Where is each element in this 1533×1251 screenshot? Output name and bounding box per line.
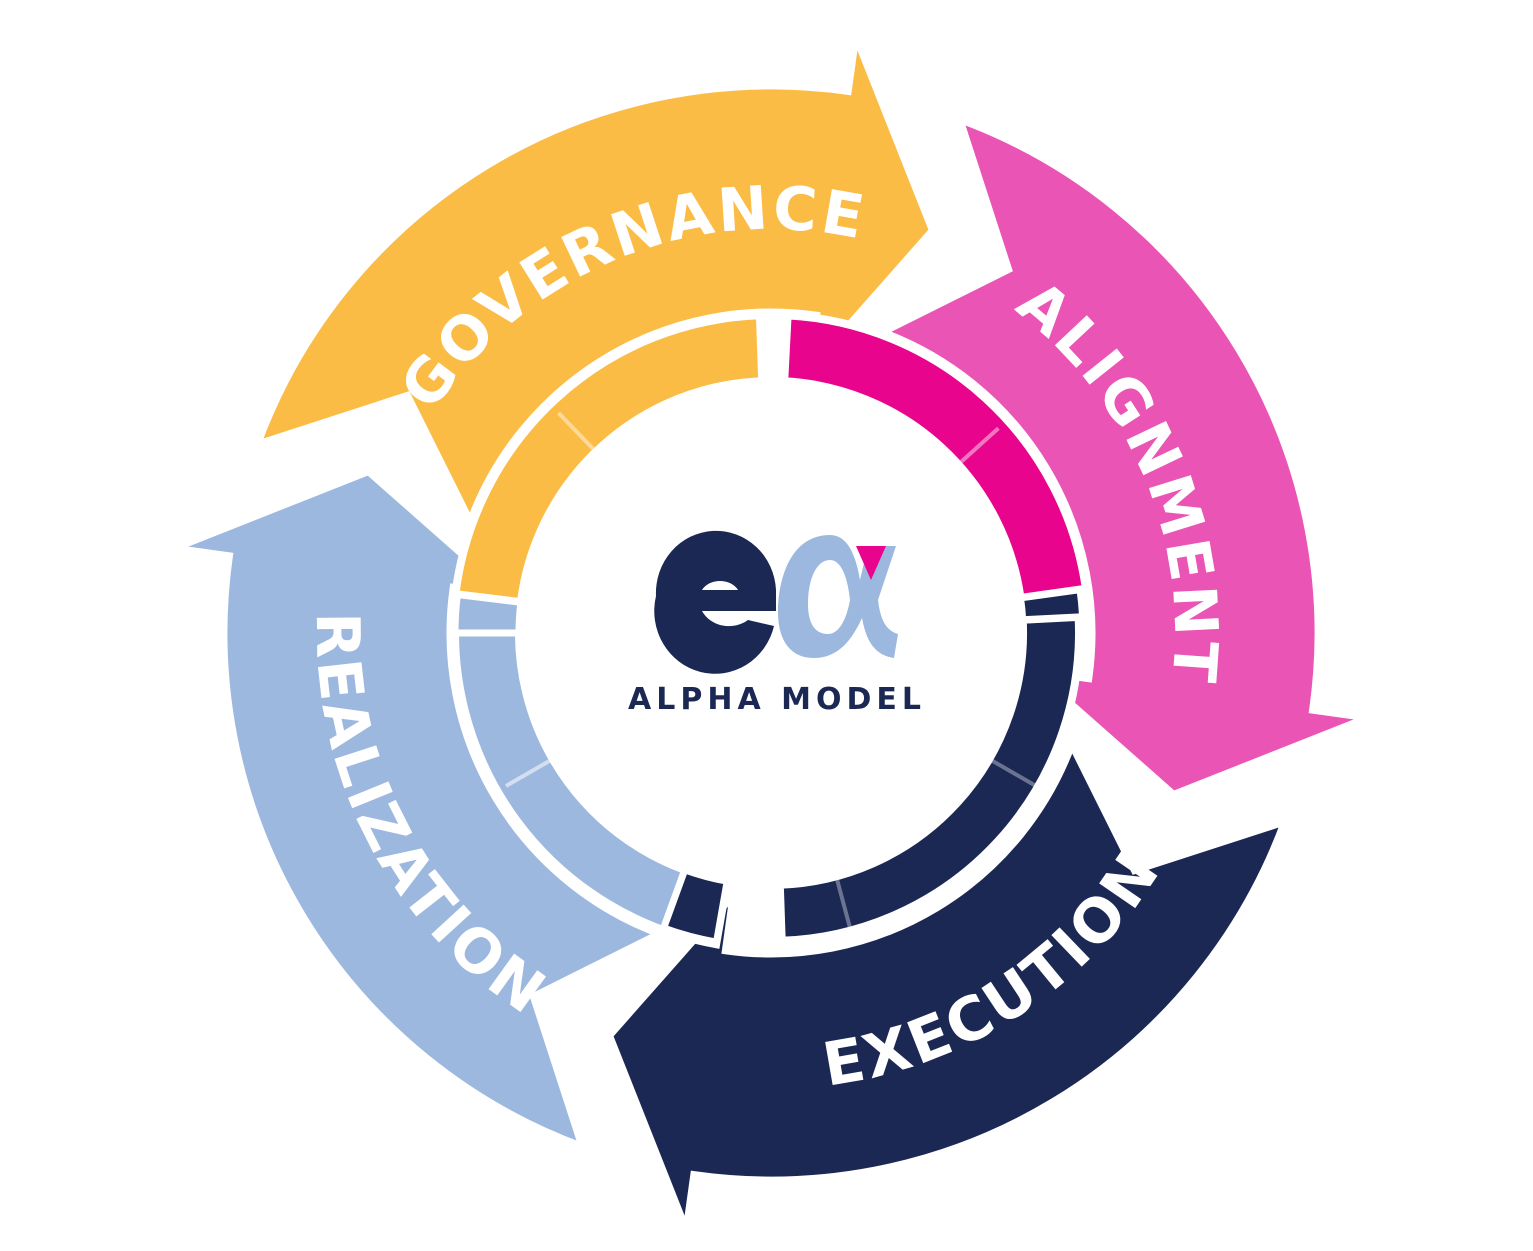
alpha-model-logo: ALPHA MODEL [519, 381, 1023, 885]
realization-governance-cap [451, 590, 525, 637]
execution-arrow [603, 731, 1294, 1251]
alignment-tick [959, 426, 1000, 464]
cycle-arrows [153, 15, 1389, 1251]
ea-logo-icon [654, 530, 898, 674]
pink-triangle-icon [856, 546, 886, 580]
alignment-execution-cap [1016, 585, 1087, 624]
e-glyph [654, 530, 776, 674]
realization-tick [504, 759, 551, 788]
execution-tick-right [991, 759, 1038, 788]
brand-name: ALPHA MODEL [628, 682, 926, 717]
governance-tick [556, 411, 595, 451]
execution-tick-bottom [835, 879, 853, 930]
